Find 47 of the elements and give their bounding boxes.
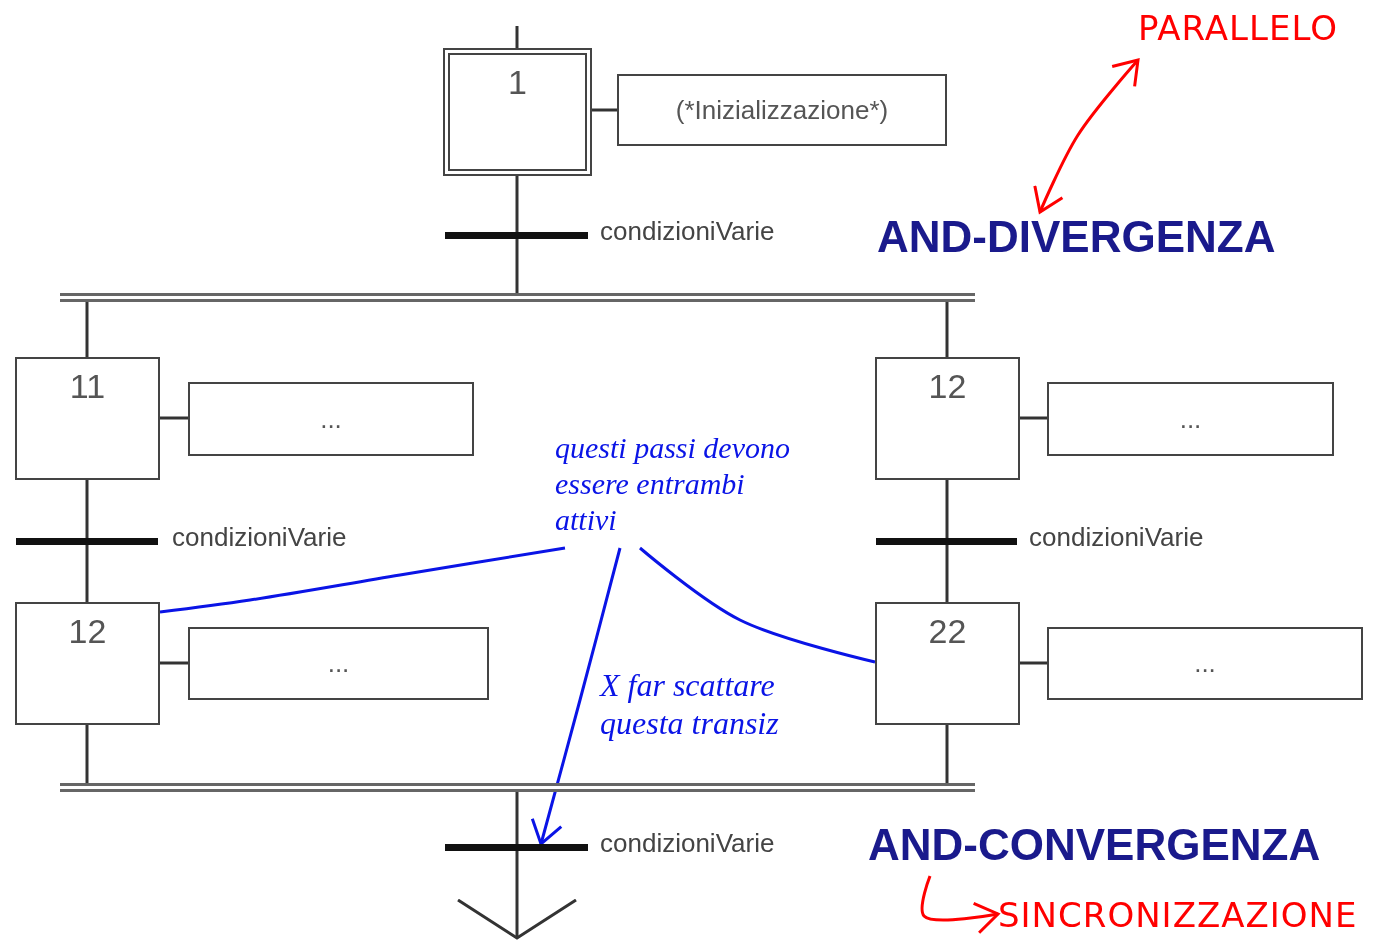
handwritten-note: questi passi devono essere entrambi attivi [555, 430, 805, 548]
step-box: 12 [15, 602, 160, 725]
connector-line [515, 26, 519, 48]
transition-bar [445, 232, 588, 239]
connector-line [945, 545, 949, 602]
arrow [530, 547, 622, 846]
handwritten-note: SINCRONIZZAZIONE [998, 895, 1378, 943]
connector-line [515, 239, 519, 293]
transition-bar [876, 538, 1017, 545]
connector-line [85, 302, 89, 357]
heading-text: AND-DIVERGENZA [877, 212, 1317, 268]
condition-label: condizioniVarie [600, 216, 775, 247]
connector-line [945, 302, 949, 357]
connector-line [159, 546, 566, 614]
connector-line [160, 661, 188, 665]
step-box: 22 [875, 602, 1020, 725]
condition-label: condizioniVarie [172, 522, 347, 553]
arrow [920, 875, 1000, 935]
arrow [456, 851, 578, 940]
handwritten-note: PARALLELO [1138, 8, 1358, 60]
double-arrow [1033, 58, 1140, 214]
connector-line [515, 792, 519, 844]
step-box: 12 [875, 357, 1020, 480]
action-box: ... [188, 382, 474, 456]
connector-line [1020, 416, 1047, 420]
connector-line [592, 108, 617, 112]
transition-bar [445, 844, 588, 851]
connector-line [639, 546, 876, 664]
transition-bar [16, 538, 158, 545]
connector-line [1020, 661, 1047, 665]
connector-line [85, 545, 89, 602]
connector-line [945, 480, 949, 538]
step-box: 11 [15, 357, 160, 480]
action-box: ... [1047, 627, 1363, 700]
connector-line [160, 416, 188, 420]
connector-line [945, 725, 949, 783]
condition-label: condizioniVarie [1029, 522, 1204, 553]
action-box: (*Inizializzazione*) [617, 74, 947, 146]
step-box: 1 [443, 48, 592, 176]
handwritten-note: X far scattare questa transiz [600, 666, 780, 743]
action-box: ... [1047, 382, 1334, 456]
connector-line [515, 176, 519, 232]
condition-label: condizioniVarie [600, 828, 775, 859]
connector-line [85, 725, 89, 783]
action-box: ... [188, 627, 489, 700]
heading-text: AND-CONVERGENZA [868, 820, 1368, 876]
connector-line [85, 480, 89, 538]
